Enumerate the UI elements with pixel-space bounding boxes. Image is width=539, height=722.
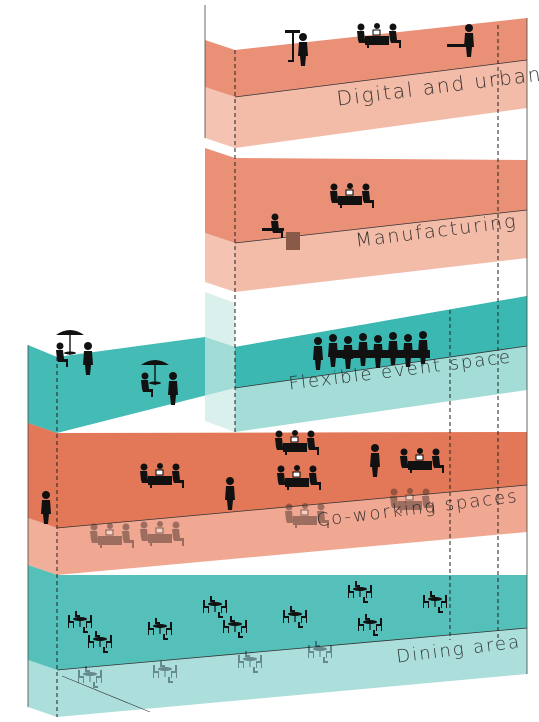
- floor-manufacturing-front: [235, 210, 527, 292]
- floor-coworking-side: [28, 518, 57, 575]
- event-people-icons: [56, 330, 430, 405]
- floor-coworking: [28, 423, 528, 575]
- floor-dining-side: [28, 660, 57, 717]
- floor-digital-front: [235, 60, 527, 148]
- floor-event: [28, 292, 528, 433]
- dashed-guides: [56, 25, 499, 717]
- floor-manufacturing-side: [205, 233, 235, 292]
- floor-event-front: [235, 346, 527, 432]
- floor-dining-deck: [28, 565, 527, 670]
- floor-dining: [28, 565, 528, 717]
- digital-people-icons: [285, 23, 474, 66]
- manufacturing-people-icons: [262, 183, 374, 250]
- drill-press-icon: [285, 30, 300, 62]
- event-crowd: [313, 331, 430, 370]
- floor-digital-side: [205, 87, 235, 148]
- floor-manufacturing: [205, 148, 528, 292]
- floor-digital-deck: [205, 18, 527, 97]
- floor-dining-front: [57, 628, 527, 717]
- floor-digital: [204, 5, 528, 148]
